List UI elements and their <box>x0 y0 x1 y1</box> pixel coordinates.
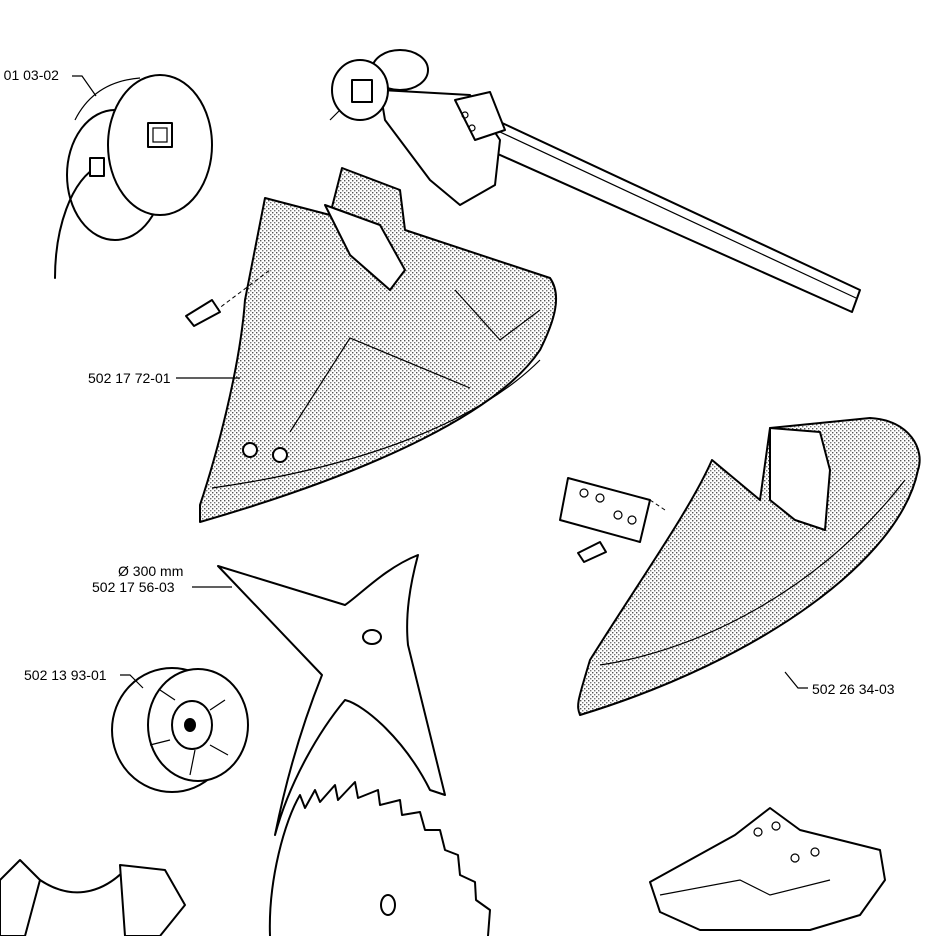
blade-guard-top-illustration <box>185 167 558 523</box>
saw-blade-illustration <box>268 781 491 937</box>
part-label-trimmer-head: 3 01 03-02 <box>0 67 59 83</box>
part-label-support-cup: 502 13 93-01 <box>24 667 107 683</box>
blade-guard-right-illustration <box>559 417 921 716</box>
gearhead-shaft-illustration <box>329 49 861 313</box>
part-label-three-tooth-blade: 502 17 56-03 <box>92 579 175 595</box>
part-label-blade-diameter: Ø 300 mm <box>118 563 184 579</box>
trimmer-head-illustration <box>54 74 213 279</box>
leader-lines <box>72 75 808 689</box>
part-label-blade-guard-top: 502 17 72-01 <box>88 370 171 386</box>
part-label-blade-guard-right: 502 26 34-03 <box>812 681 895 697</box>
small-guard-illustration <box>649 807 886 931</box>
three-tooth-blade-illustration <box>217 554 446 836</box>
support-cup-illustration <box>111 667 249 793</box>
harness-illustration <box>0 859 186 937</box>
